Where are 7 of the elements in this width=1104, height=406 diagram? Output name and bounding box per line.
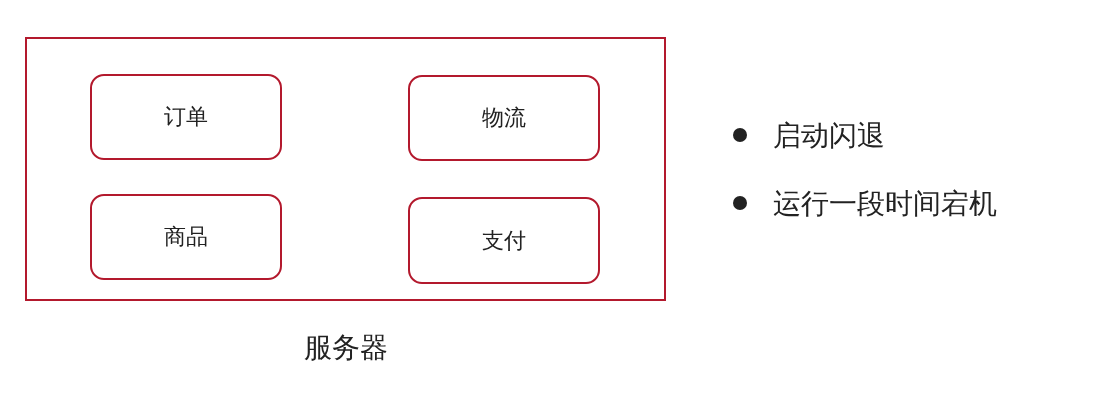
module-box: 商品 xyxy=(90,194,282,280)
bullet-text: 运行一段时间宕机 xyxy=(773,186,997,222)
module-box: 订单 xyxy=(90,74,282,160)
bullet-text: 启动闪退 xyxy=(773,118,885,154)
module-box: 支付 xyxy=(408,197,600,284)
container-title: 服务器 xyxy=(302,330,389,366)
module-box: 物流 xyxy=(408,75,600,161)
